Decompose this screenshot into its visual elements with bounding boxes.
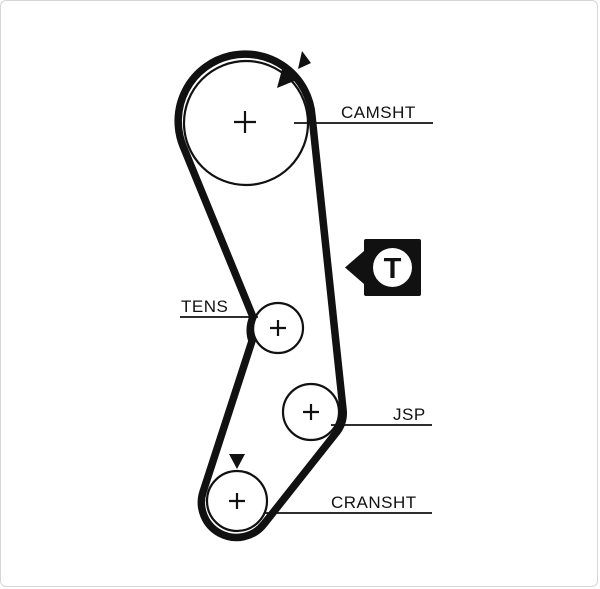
belt-direction-arrow-large-icon xyxy=(277,62,299,88)
timing-belt xyxy=(174,50,347,542)
jsp-center-cross xyxy=(303,404,319,420)
crank-direction-arrow-icon xyxy=(229,454,245,469)
t-mark-left-arrow-icon xyxy=(345,251,364,284)
crankshaft-center-cross xyxy=(229,493,245,509)
camshaft-pulley xyxy=(182,59,310,187)
t-mark: T xyxy=(345,239,421,296)
camshaft-center-cross xyxy=(234,111,256,133)
crankshaft-label: CRANSHT xyxy=(331,493,417,512)
tensioner-label: TENS xyxy=(181,297,228,316)
t-mark-inner-circle xyxy=(373,248,412,287)
crankshaft-pulley xyxy=(205,469,269,533)
jsp-label: JSP xyxy=(393,405,426,424)
t-mark-letter: T xyxy=(384,253,402,285)
camshaft-label: CAMSHT xyxy=(341,103,416,122)
tensioner-center-cross xyxy=(270,320,286,336)
belt-direction-arrow-small-icon xyxy=(298,51,311,69)
jsp-pulley xyxy=(281,382,341,442)
